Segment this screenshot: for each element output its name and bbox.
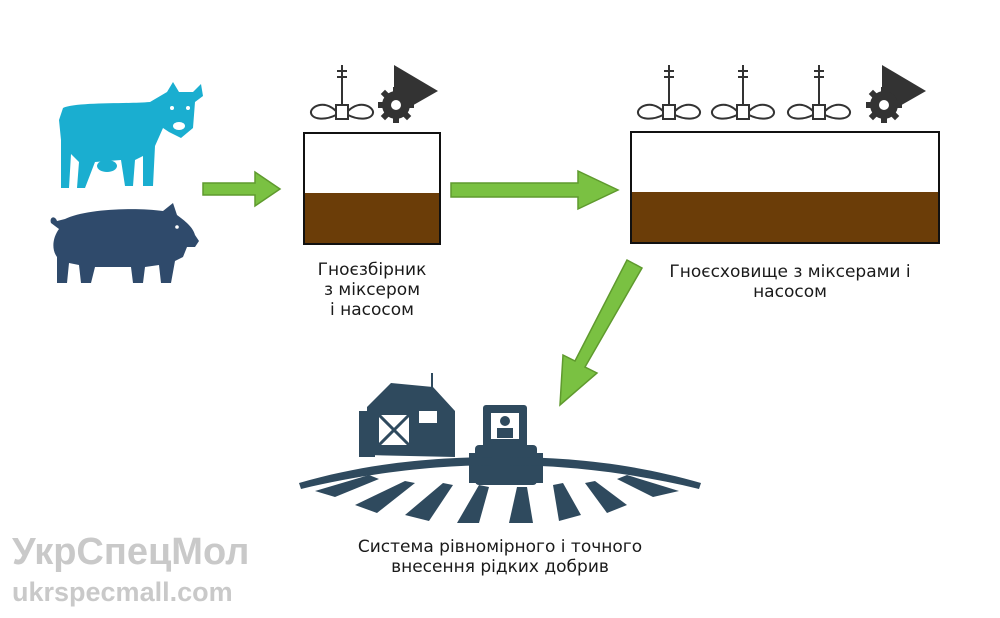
pig-icon xyxy=(50,203,199,283)
stage2-line-1: Гноєсховище з міксерами і xyxy=(669,262,911,282)
mixer-icon xyxy=(787,65,851,120)
mixer-icon xyxy=(310,65,374,120)
pump-gear-icon xyxy=(378,65,438,123)
stage3-line-2: внесення рідких добрив xyxy=(391,557,609,577)
stage3-line-1: Система рівномірного і точного xyxy=(357,537,643,557)
stage1-label: Гноєзбірник з міксером і насосом xyxy=(292,260,452,320)
stage1-line-3: і насосом xyxy=(330,300,414,320)
stage1-line-2: з міксером xyxy=(323,280,421,300)
cow-icon xyxy=(59,82,203,188)
manure-storage-tank xyxy=(630,131,940,244)
mixer-icon xyxy=(711,65,775,120)
manure-collector-tank xyxy=(303,132,441,245)
farm-tractor-icon xyxy=(299,373,701,523)
stage1-line-1: Гноєзбірник xyxy=(317,260,427,280)
stage2-line-2: насосом xyxy=(753,282,827,302)
stage3-label: Система рівномірного і точного внесення … xyxy=(300,537,700,577)
mixer-icon xyxy=(637,65,701,120)
stage2-label: Гноєсховище з міксерами і насосом xyxy=(640,262,940,302)
watermark-brand: УкрСпецМол xyxy=(12,531,250,573)
watermark-url: ukrspecmall.com xyxy=(12,577,233,607)
flow-arrow-1 xyxy=(202,170,282,208)
flow-arrow-2 xyxy=(450,169,620,211)
flow-arrow-3 xyxy=(559,258,644,407)
pump-gear-icon xyxy=(866,65,926,123)
